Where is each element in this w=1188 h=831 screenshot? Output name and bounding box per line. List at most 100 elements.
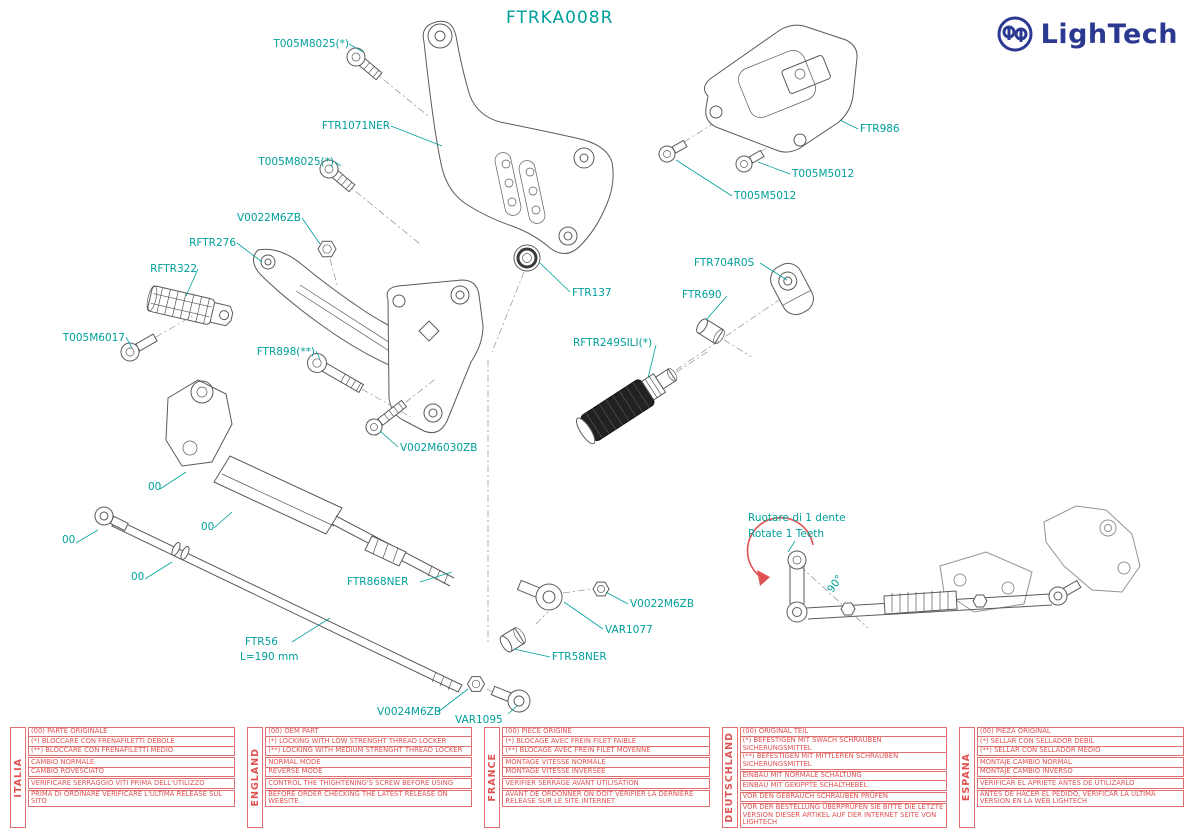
oem-marker: 00	[148, 481, 162, 493]
clevis-ftr704r0s	[770, 262, 814, 316]
lightech-logo-text: LighTech	[1040, 18, 1178, 50]
footer-note-row: MONTAJE CAMBIO INVERSO	[976, 766, 1185, 778]
rotation-arrow	[746, 516, 814, 586]
part-label: V0024M6ZB	[377, 706, 442, 718]
nut-v0022m6zb-lower	[592, 581, 610, 597]
footer-note-row: REVERSE MODE	[265, 766, 473, 778]
part-label: T005M8025(*)	[273, 38, 349, 50]
screw-t005m8025-top	[346, 47, 383, 81]
part-label: FTR690	[682, 289, 722, 301]
footer-note-row: VERIFIER SERRAGE AVANT UTILISATION	[502, 778, 710, 789]
footer-note-row: AVANT DE ORDONNER ON DOIT VÉRIFIER LA DE…	[502, 789, 710, 807]
part-label: T005M6017	[62, 332, 125, 344]
rod-end-var1095	[490, 685, 531, 713]
rod-end-left	[94, 506, 129, 532]
part-label: V002M6030ZB	[400, 442, 478, 454]
footer-note-row: MONTAGE VITESSE INVERSEE	[502, 766, 710, 778]
footer-box-england: ENGLAND (00) OEM PART (*) LOCKING WITH L…	[247, 726, 473, 828]
rod-ftr56	[111, 518, 463, 693]
footer-note-row: BEFORE ORDER CHECKING THE LATEST RELEASE…	[265, 789, 473, 807]
footer-note-row: CAMBIO ROVESCIATO	[28, 766, 236, 778]
oem-marker: 00	[62, 534, 76, 546]
part-label: V0022M6ZB	[630, 598, 695, 610]
part-label: FTR868NER	[347, 576, 409, 588]
screw-t005m8025-mid	[319, 159, 356, 193]
linkage-ftr868ner	[213, 455, 455, 587]
part-label: V0022M6ZB	[236, 212, 301, 224]
nut-v0024m6zb	[466, 676, 486, 692]
part-label: FTR58NER	[552, 651, 607, 663]
footer-box-espana: ESPAÑA (00) PIEZA ORIGINAL (*) SELLAR CO…	[958, 726, 1185, 828]
rotate-note-it: Ruotare di 1 dente	[748, 512, 846, 524]
footer-country-label: ENGLAND	[247, 726, 264, 828]
footer-note-row: EINBAU MIT GEKIPPTE SCHALTHEBEL	[739, 780, 947, 791]
footer-rows: (00) PIEZA ORIGINAL (*) SELLAR CON SELLA…	[976, 726, 1185, 828]
footer-note-row: PRIMA DI ORDINARE VERIFICARE L'ULTIMA RE…	[28, 789, 236, 807]
footer-note-row: (*) BEFESTIGEN MIT SWACH SCHRAUBEN SICHE…	[739, 736, 947, 754]
screw-t005m6017	[120, 315, 193, 362]
carrier-plate	[386, 279, 484, 434]
screw-v002m6030zb	[365, 378, 436, 436]
spacer-ftr58ner	[499, 627, 526, 653]
footer-rows: (00) PARTE ORIGINALE (*) BLOCCARE CON FR…	[28, 726, 236, 828]
screw-ftr898	[307, 353, 411, 418]
footer-country-label: ESPAÑA	[958, 726, 975, 828]
footer-rows: (00) ORIGINAL TEIL (*) BEFESTIGEN MIT SW…	[739, 726, 947, 828]
peg-rftr249sili	[575, 350, 710, 445]
part-label: RFTR322	[150, 263, 197, 275]
footer-country-label: ITALIA	[10, 726, 26, 828]
footer-box-france: FRANCE (00) PIECE ORIGINE (*) BLOCAGE AV…	[484, 726, 710, 828]
spacer-ftr690	[696, 318, 752, 358]
part-label: FTR986	[860, 123, 900, 135]
bracket-with-spring	[165, 379, 233, 467]
part-label: RFTR276	[189, 237, 236, 249]
part-label: T005M8025(*)	[258, 156, 334, 168]
lightech-logo: LighTech	[993, 14, 1178, 54]
rod-end-var1077	[516, 579, 563, 611]
nut-v0022m6zb-upper	[317, 240, 337, 258]
part-label: VAR1095	[455, 714, 503, 726]
footer-note-row: (**) BLOCAGE AVEC FREIN FILET MOYENNE	[502, 745, 710, 757]
part-label: FTR704R0S	[694, 257, 755, 269]
footer-country-label: DEUTSCHLAND	[721, 726, 738, 828]
part-label: VAR1077	[605, 624, 653, 636]
label-leader-lines	[75, 43, 859, 715]
footer-note-row: VERIFICARE SERRAGGIO VITI PRIMA DELL'UTI…	[28, 778, 236, 789]
part-label: T005M5012	[792, 168, 855, 180]
screw-t005m5012-right	[735, 149, 765, 173]
footer-note-row: (**) LOCKING WITH MEDIUM STRENGHT THREAD…	[265, 745, 473, 757]
footer-note-row: VOR DEN GEBRAUCH SCHRAUBEN PRÜFEN	[739, 791, 947, 803]
bearing-ftr137	[513, 244, 541, 272]
drawing-number: FTRKA008R	[506, 8, 614, 28]
footer-box-italia: ITALIA (00) PARTE ORIGINALE (*) BLOCCARE…	[10, 726, 236, 828]
screw-t005m5012-left	[658, 139, 688, 163]
assembly-axis-lines	[329, 69, 869, 698]
part-label: FTR1071NER	[321, 120, 390, 132]
footer-note-row: (**) BEFESTIGEN MIT MITTLEREN SCHRAUBEN …	[739, 752, 947, 770]
part-label: FTR898(**)	[256, 346, 315, 358]
bracket-ftr1071ner	[422, 20, 614, 254]
footer-country-label: FRANCE	[484, 726, 501, 828]
footer-note-row: CONTROL THE THIGHTENING'S SCREW BEFORE U…	[265, 778, 473, 789]
oem-marker: 00	[131, 571, 145, 583]
oem-marker: 00	[201, 521, 215, 533]
footer-note-row: (**) SELLAR CON SELLADOR MEDIO	[976, 745, 1185, 757]
exploded-diagram-canvas	[75, 20, 1141, 715]
part-label: T005M5012	[734, 190, 797, 202]
part-label: RFTR249SILI(*)	[573, 337, 653, 349]
lightech-logo-icon	[997, 16, 1033, 52]
footer-notes: ITALIA (00) PARTE ORIGINALE (*) BLOCCARE…	[10, 726, 1185, 828]
footpeg-rftr322	[146, 285, 234, 327]
footer-rows: (00) OEM PART (*) LOCKING WITH LOW STREN…	[265, 726, 473, 828]
part-label: FTR137	[572, 287, 612, 299]
part-label: L=190 mm	[240, 651, 299, 663]
footer-box-deutschland: DEUTSCHLAND (00) ORIGINAL TEIL (*) BEFES…	[721, 726, 947, 828]
heel-guard-ftr986	[704, 24, 858, 153]
footer-note-row: (**) BLOCCARE CON FRENAFILETTI MEDIO	[28, 745, 236, 757]
footer-rows: (00) PIECE ORIGINE (*) BLOCAGE AVEC FREI…	[502, 726, 710, 828]
footer-note-row: ANTES DE HACER EL PEDIDO, VERIFICAR LA U…	[976, 789, 1185, 807]
installed-view	[786, 505, 1141, 623]
footer-note-row: VERIFICAR EL APRIETE ANTES DE UTILIZARLO	[976, 778, 1185, 789]
part-label: FTR56	[245, 636, 278, 648]
